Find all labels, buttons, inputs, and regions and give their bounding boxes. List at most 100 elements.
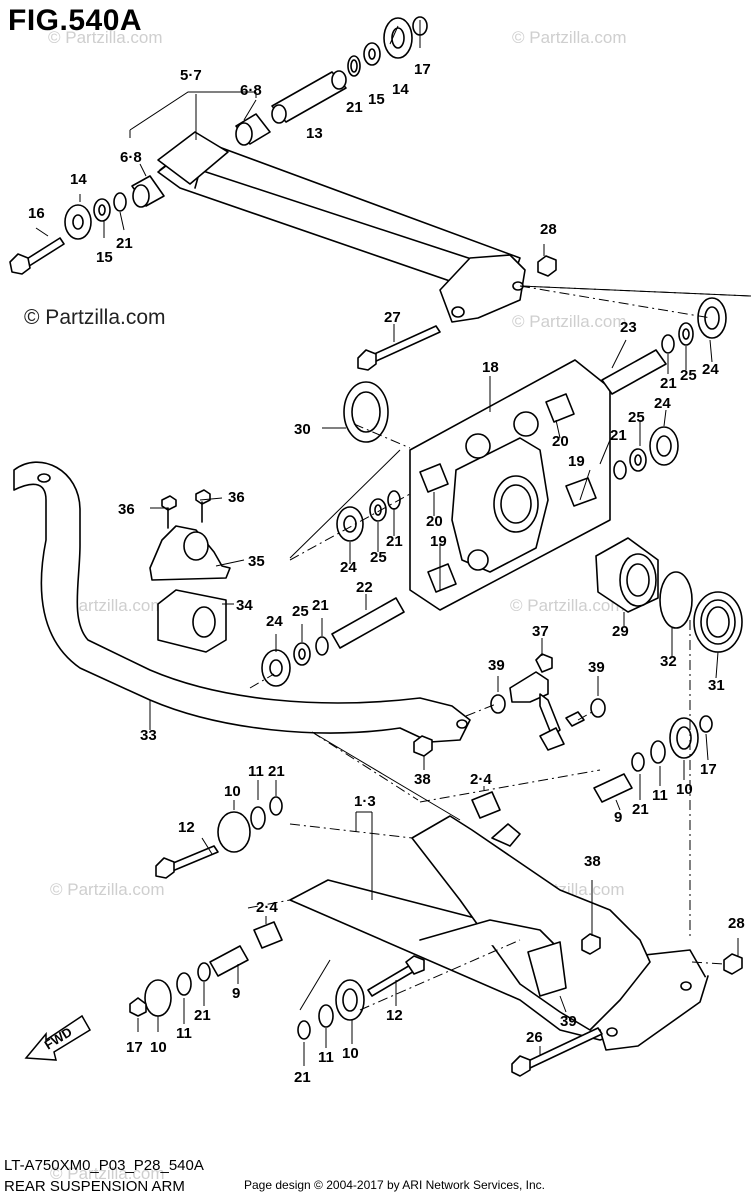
bushing-20-b: [419, 463, 449, 493]
callout: 34: [236, 597, 253, 614]
callout: 2·4: [256, 899, 278, 916]
callout: 15: [368, 91, 385, 108]
assembly-solid-lines: [289, 285, 751, 1011]
figure-title: FIG.540A: [8, 4, 143, 37]
nut-28-top: [537, 255, 557, 277]
seal-21-g: [269, 796, 283, 816]
callout: 24: [340, 559, 357, 576]
bearing-24-a: [697, 297, 727, 339]
callout: 25: [370, 549, 387, 566]
seal-21-d: [613, 460, 627, 480]
watermark: © Partzilla.com: [48, 28, 163, 47]
bearing-24-d: [261, 649, 291, 687]
seal-21-c: [661, 334, 675, 354]
bearing-14-top: [383, 17, 413, 59]
diagram-code: LT-A750XM0_P03_P28_540A: [4, 1157, 204, 1174]
callout: 21: [312, 597, 329, 614]
callout: 29: [612, 623, 629, 640]
callout: 37: [532, 623, 549, 640]
bushing-6-8-right: [235, 113, 271, 146]
callout: 33: [140, 727, 157, 744]
callout: 12: [386, 1007, 403, 1024]
callout: 36: [228, 489, 245, 506]
callout: 32: [660, 653, 677, 670]
callout: 30: [294, 421, 311, 438]
bearing-14-left: [64, 204, 92, 240]
washer-25-d: [293, 642, 311, 666]
callout: 10: [224, 783, 241, 800]
washer-11-d: [318, 1004, 334, 1028]
washer-11-b: [650, 740, 666, 764]
callout: 17: [700, 761, 717, 778]
washer-25-c: [369, 498, 387, 522]
callout: 24: [702, 361, 719, 378]
bearing-10-b: [669, 717, 699, 759]
callout: 2·4: [470, 771, 492, 788]
leader-lines: [35, 20, 739, 1066]
seal-21-left: [113, 192, 127, 212]
washer-15-left: [93, 198, 111, 222]
cap-17-c: [129, 997, 147, 1017]
bolt-36-b: [195, 489, 211, 523]
knuckle-18: [451, 411, 549, 573]
callout: 28: [540, 221, 557, 238]
callout: 20: [552, 433, 569, 450]
callout: 25: [292, 603, 309, 620]
watermark: © Partzilla.com: [50, 880, 165, 899]
callout: 15: [96, 249, 113, 266]
bushing-19-b: [427, 563, 457, 593]
callout: 21: [610, 427, 627, 444]
callout: 21: [346, 99, 363, 116]
callout: 14: [392, 81, 409, 98]
stabilizer-bar-33: [13, 461, 471, 743]
seal-21-i: [197, 962, 211, 982]
callout: 22: [356, 579, 373, 596]
bearing-10-c: [144, 979, 172, 1017]
callout-numbers: 5·7 6·8 6·8 13 21 15 14 17 14 16 15 21 2…: [28, 61, 745, 1086]
callout: 28: [728, 915, 745, 932]
bushing-6-8-left: [131, 175, 165, 208]
washer-25-b: [629, 448, 647, 472]
watermark: © Partzilla.com: [50, 1164, 165, 1183]
washer-39-c: [527, 941, 567, 997]
watermark: © Partzilla.com: [512, 28, 627, 47]
nut-38-a: [413, 735, 433, 757]
callout: 25: [680, 367, 697, 384]
watermark-main: © Partzilla.com: [24, 306, 166, 329]
callout: 36: [118, 501, 135, 518]
bushing-34: [157, 589, 227, 653]
link-37: [509, 653, 585, 751]
callout: 9: [614, 809, 622, 826]
callout: 21: [294, 1069, 311, 1086]
bolt-27: [357, 325, 441, 371]
callout: 21: [660, 375, 677, 392]
callout: 11: [652, 787, 668, 804]
bearing-24-c: [336, 506, 364, 542]
fwd-arrow: FWD: [24, 1014, 92, 1061]
carrier-18-box: [409, 359, 611, 611]
pipe-13: [271, 70, 347, 124]
circlip-32: [659, 571, 693, 629]
callout: 38: [584, 853, 601, 870]
callout: 23: [620, 319, 637, 336]
bearing-24-b: [649, 426, 679, 466]
seal-31: [693, 591, 743, 653]
callout: 21: [386, 533, 403, 550]
callout: 35: [248, 553, 265, 570]
watermark: © Partzilla.com: [510, 596, 625, 615]
callout: 19: [568, 453, 585, 470]
callout: 10: [342, 1045, 359, 1062]
callout: 11: [176, 1025, 192, 1042]
nut-28-b: [723, 953, 743, 975]
washer-11-a: [250, 806, 266, 830]
copyright-notice: Page design © 2004-2017 by ARI Network S…: [244, 1178, 546, 1192]
washer-11-c: [176, 972, 192, 996]
bracket-35: [149, 525, 231, 581]
bushing-9-a: [593, 773, 633, 803]
bolt-36-a: [161, 495, 177, 529]
callout: 24: [654, 395, 671, 412]
washer-39-b: [590, 698, 606, 718]
washer-15-top: [363, 42, 381, 66]
callout: 39: [588, 659, 605, 676]
